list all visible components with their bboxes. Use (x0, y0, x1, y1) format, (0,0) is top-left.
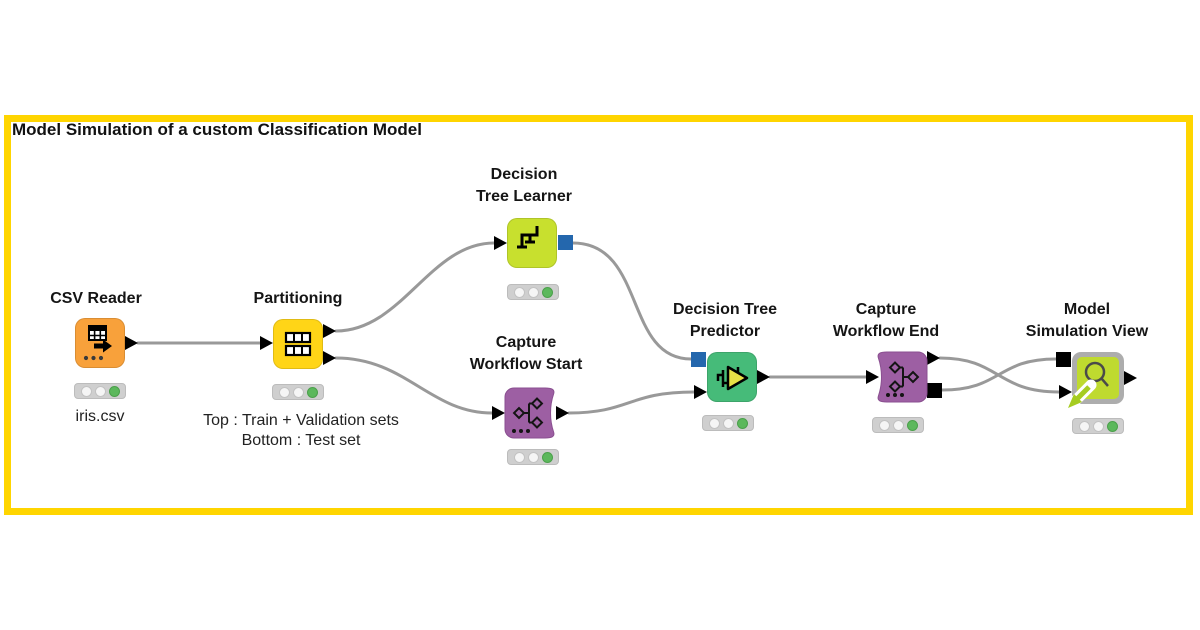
status-dot-green-on (736, 417, 748, 429)
status-dot-red-off (878, 419, 890, 431)
node-title-decision-tree-learner: Decision Tree Learner (476, 164, 572, 208)
predictor-output-port[interactable] (757, 370, 770, 384)
status-dot-red-off (708, 417, 720, 429)
status-dot-green-on (108, 385, 120, 397)
capture-end-status-light (872, 417, 924, 433)
status-dot-green-on (541, 286, 553, 298)
status-dot-green-on (906, 419, 918, 431)
node-caption-csv-reader: iris.csv (75, 408, 125, 425)
connection-capture-start-to-predictor[interactable] (567, 390, 696, 415)
title-line-2: Predictor (689, 323, 761, 340)
annotation-title: Model Simulation of a custom Classificat… (12, 120, 422, 139)
status-dot-green-on (541, 451, 553, 463)
title-line-2: Simulation View (1025, 323, 1149, 340)
title-line-1: Decision (490, 166, 558, 183)
partitioning-input-port[interactable] (260, 336, 273, 350)
partitioning-output-port-top[interactable] (323, 324, 336, 338)
title-line-1: Capture (855, 301, 917, 318)
status-dot-yellow-off (722, 417, 734, 429)
workflow-annotation-frame[interactable] (4, 115, 1193, 515)
capture-workflow-icon (512, 397, 544, 429)
view-arrow-icon (1067, 379, 1097, 409)
node-title-csv-reader: CSV Reader (50, 290, 142, 307)
capture-end-input-port[interactable] (866, 370, 879, 384)
node-partitioning[interactable] (273, 319, 323, 369)
status-dot-yellow-off (527, 451, 539, 463)
node-title-capture-workflow-start: Capture Workflow Start (470, 332, 583, 376)
title-line-2: Tree Learner (475, 188, 573, 205)
node-capture-workflow-start[interactable] (503, 386, 557, 440)
node-dots (886, 393, 904, 397)
status-dot-yellow-off (527, 286, 539, 298)
view-status-light (1072, 418, 1124, 434)
magnifier-icon (1084, 361, 1109, 387)
status-dot-yellow-off (94, 385, 106, 397)
status-dot-yellow-off (292, 386, 304, 398)
node-title-model-simulation-view: Model Simulation View (1026, 299, 1148, 343)
capture-end-workflow-output-port[interactable] (927, 383, 942, 398)
node-decision-tree-predictor[interactable] (707, 352, 757, 402)
capture-end-data-output-port[interactable] (927, 351, 940, 365)
status-dot-red-off (278, 386, 290, 398)
capture-start-input-port[interactable] (492, 406, 505, 420)
status-dot-red-off (513, 286, 525, 298)
status-dot-red-off (80, 385, 92, 397)
learner-input-port[interactable] (494, 236, 507, 250)
title-line-1: Capture (495, 334, 557, 351)
decision-tree-icon (517, 226, 539, 249)
title-line-2: Workflow End (832, 323, 940, 340)
table-reader-icon (83, 325, 112, 361)
node-title-capture-workflow-end: Capture Workflow End (833, 299, 939, 343)
status-dot-red-off (513, 451, 525, 463)
node-model-simulation-view[interactable] (1066, 348, 1130, 412)
capture-workflow-icon (888, 361, 920, 393)
status-dot-yellow-off (892, 419, 904, 431)
predictor-data-input-port[interactable] (694, 385, 707, 399)
connection-partitioning-to-capture-start[interactable] (334, 356, 494, 415)
partition-tables-icon (284, 331, 312, 357)
view-output-port[interactable] (1124, 371, 1137, 385)
connection-capture-end-to-view-workflow[interactable] (940, 357, 1058, 392)
connection-partitioning-to-learner[interactable] (334, 241, 496, 333)
csv-reader-status-light (74, 383, 126, 399)
predictor-status-light (702, 415, 754, 431)
learner-model-output-port[interactable] (558, 235, 573, 250)
status-dot-red-off (1078, 420, 1090, 432)
connection-learner-to-predictor-model[interactable] (571, 241, 693, 361)
node-dots (512, 429, 530, 433)
capture-start-output-port[interactable] (556, 406, 569, 420)
view-data-input-port[interactable] (1059, 385, 1072, 399)
predictor-model-input-port[interactable] (691, 352, 706, 367)
status-dot-green-on (306, 386, 318, 398)
learner-status-light (507, 284, 559, 300)
node-decision-tree-learner[interactable] (507, 218, 557, 268)
title-line-1: Model (1063, 301, 1111, 318)
node-caption-partitioning-line2: Bottom : Test set (241, 432, 361, 449)
node-caption-partitioning-line1: Top : Train + Validation sets (203, 412, 399, 429)
status-dot-yellow-off (1092, 420, 1104, 432)
partitioning-output-port-bottom[interactable] (323, 351, 336, 365)
node-title-decision-tree-predictor: Decision Tree Predictor (673, 299, 777, 343)
node-csv-reader[interactable] (75, 318, 125, 368)
node-capture-workflow-end[interactable] (875, 350, 929, 404)
capture-start-status-light (507, 449, 559, 465)
partitioning-status-light (272, 384, 324, 400)
csv-reader-output-port[interactable] (125, 336, 138, 350)
status-dot-green-on (1106, 420, 1118, 432)
title-line-1: Decision Tree (672, 301, 778, 318)
title-line-2: Workflow Start (469, 356, 583, 373)
node-title-partitioning: Partitioning (253, 290, 343, 307)
predictor-icon (716, 365, 749, 391)
view-workflow-input-port[interactable] (1056, 352, 1071, 367)
